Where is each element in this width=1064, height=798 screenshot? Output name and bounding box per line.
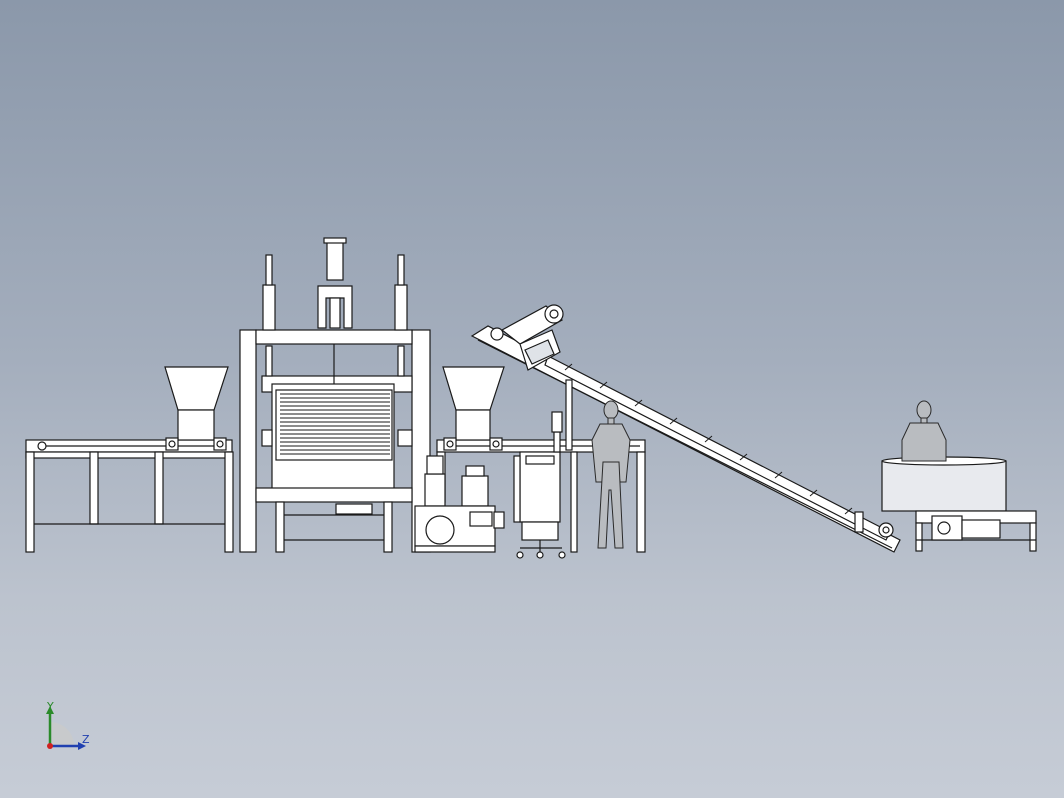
control-cabinet — [513, 411, 566, 559]
inclined-belt-conveyor — [470, 304, 901, 553]
operator-figure-mixer — [901, 400, 947, 462]
main-press-frame — [239, 237, 431, 553]
hydraulic-station — [414, 455, 505, 553]
pan-mixer — [881, 456, 1037, 552]
left-hopper — [164, 366, 229, 451]
coordinate-triad — [46, 706, 86, 750]
z-axis-label: Z — [82, 733, 90, 746]
y-axis-label: Y — [47, 700, 54, 713]
operator-figure-standing — [591, 400, 631, 549]
left-conveyor-table — [25, 439, 234, 553]
